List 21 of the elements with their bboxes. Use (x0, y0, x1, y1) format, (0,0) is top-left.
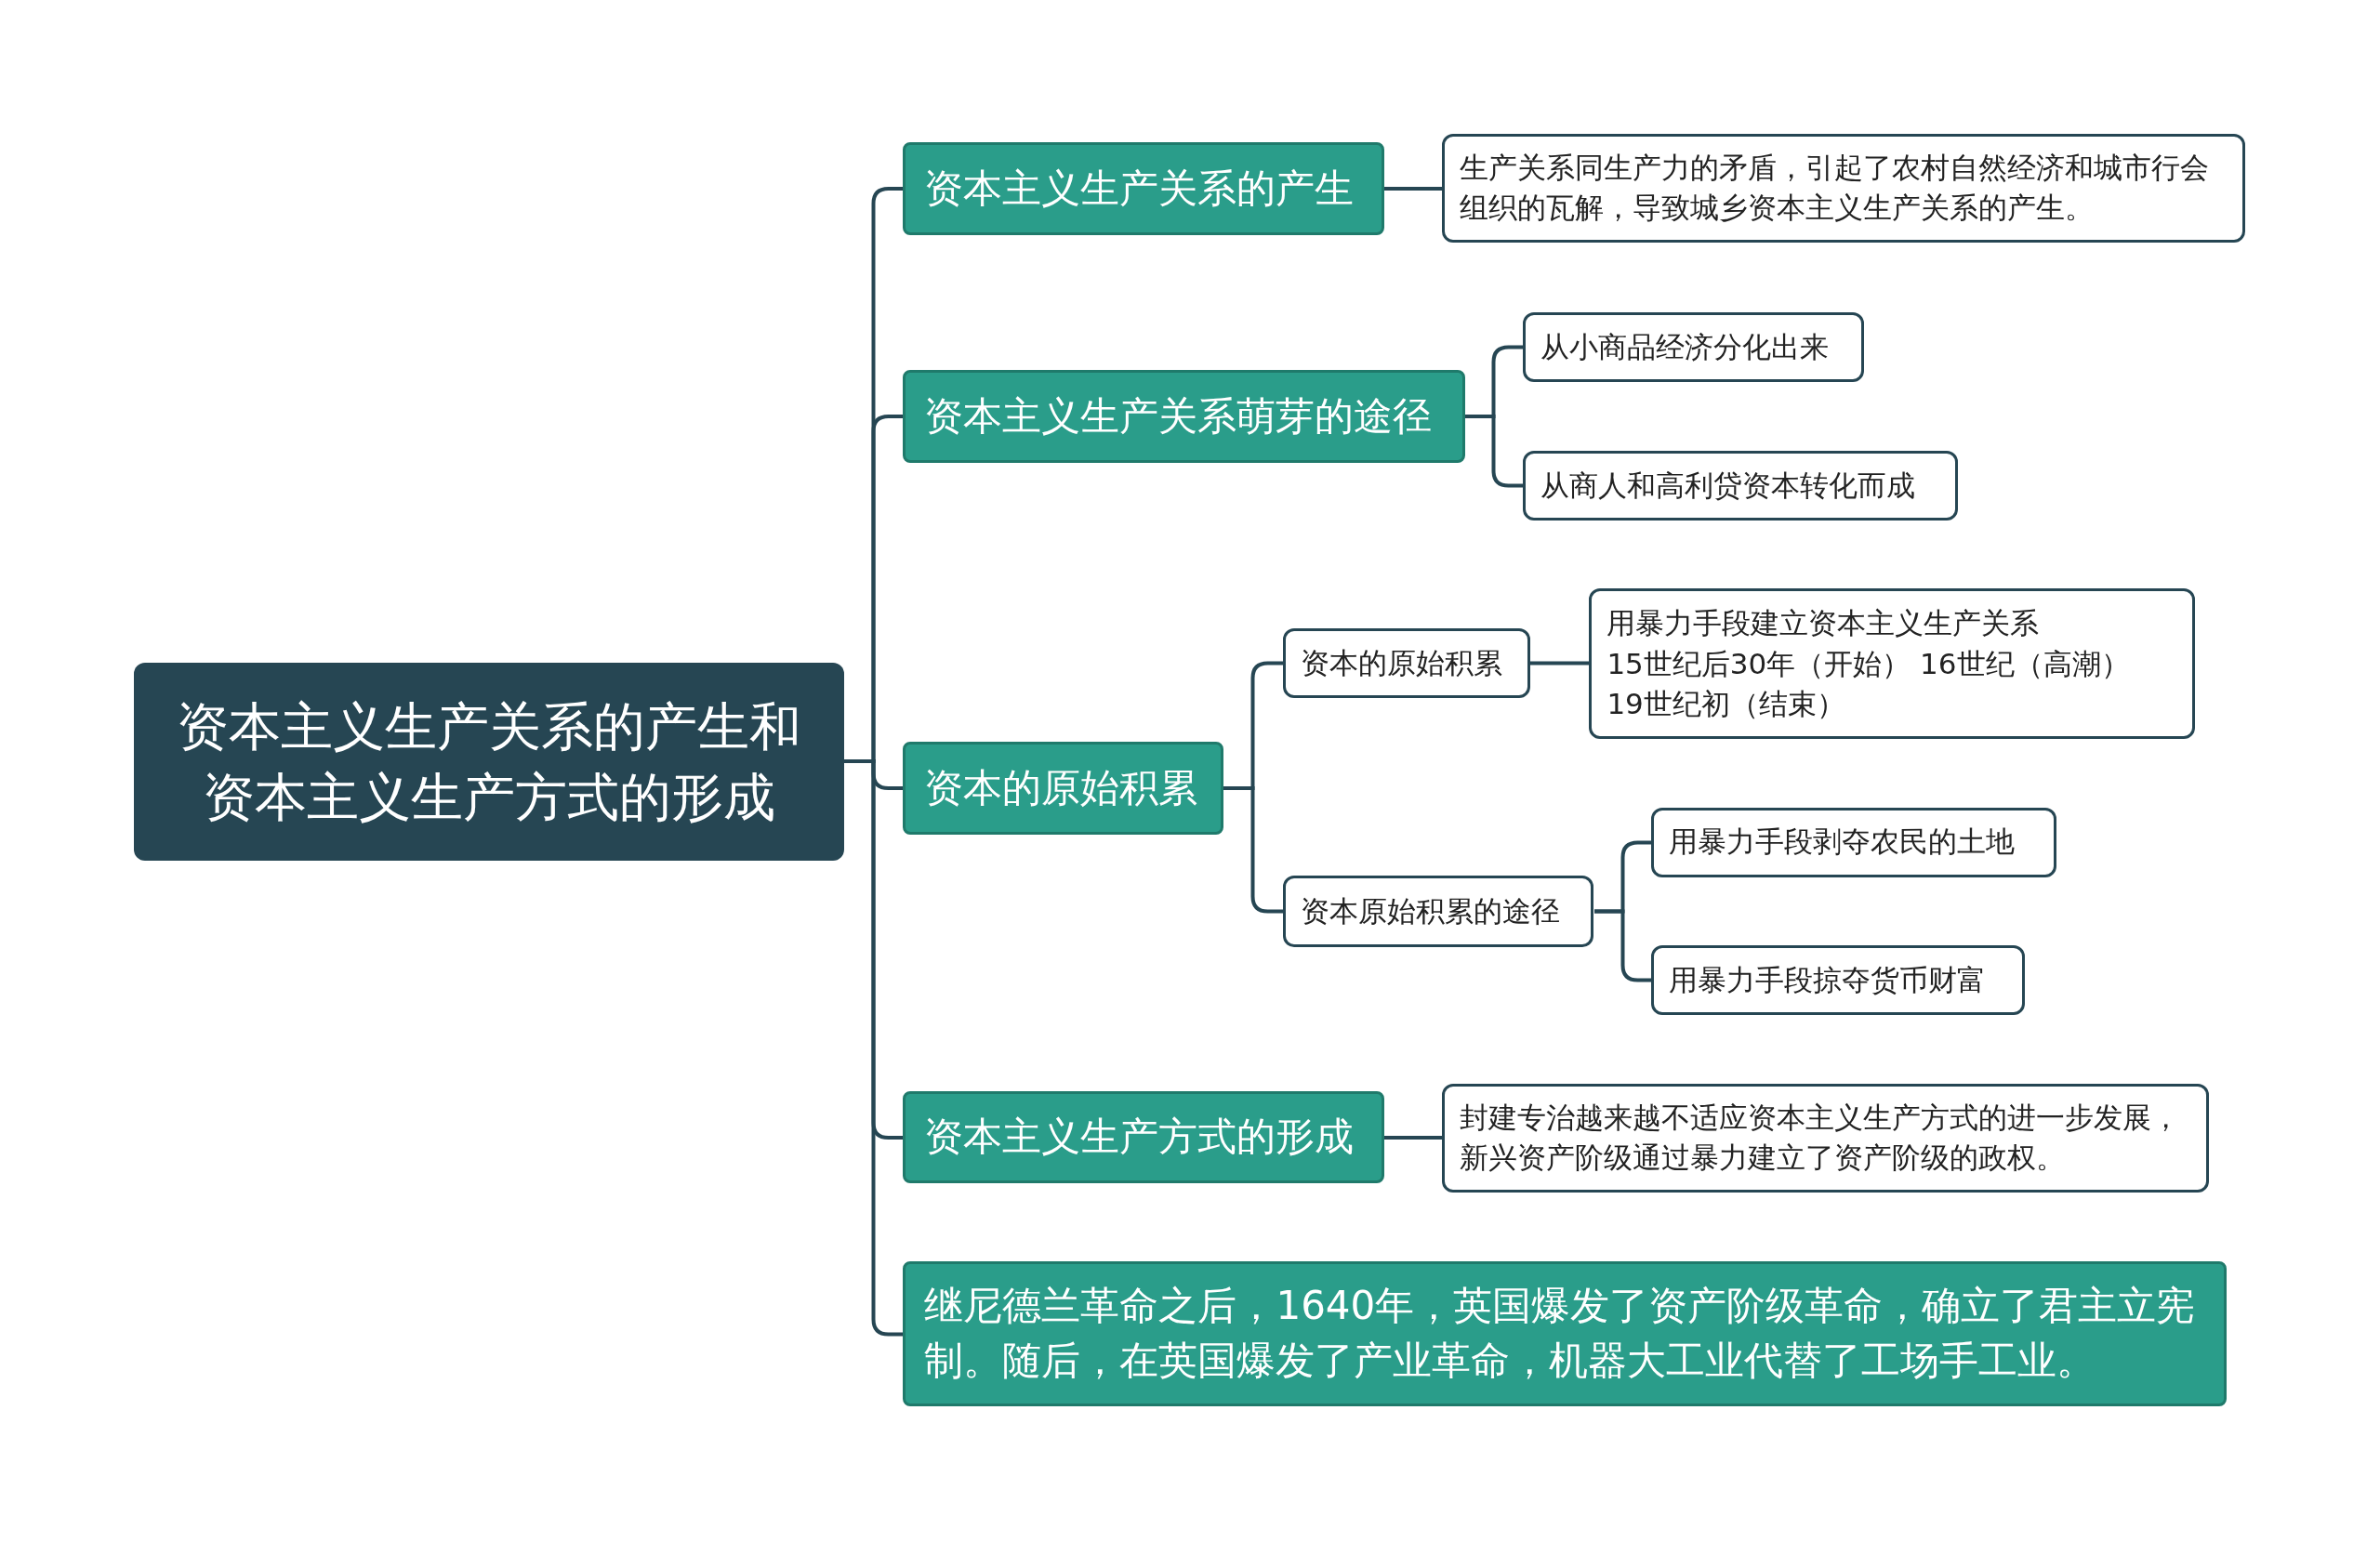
subtopic-box: 从商人和高利贷资本转化而成 (1522, 450, 1959, 521)
connector-line (1384, 187, 1442, 191)
topic-box: 资本的原始积累 (903, 742, 1223, 835)
subtopic-box: 用暴力手段掠夺货币财富 (1651, 945, 2025, 1016)
note-box: 生产关系同生产力的矛盾，引起了农村自然经济和城市行会组织的瓦解，导致城乡资本主义生产关系的产生。 (1442, 133, 2245, 244)
subtopic-box: 资本原始积累的途径 (1282, 876, 1594, 947)
note-box (1589, 588, 2195, 740)
note-line: 用暴力手段建立资本主义生产关系 (1606, 605, 2041, 642)
topic-box: 资本主义生产关系萌芽的途径 (903, 370, 1465, 463)
subtopic-box: 资本的原始积累 (1282, 627, 1530, 698)
subtopic-box: 从小商品经济分化出来 (1522, 312, 1864, 383)
note-box: 封建专治越来越不适应资本主义生产方式的进一步发展，新兴资产阶级通过暴力建立了资产阶级的政权。 (1442, 1083, 2209, 1193)
note-line: 19世纪初（结束） (1606, 685, 1846, 722)
note-line: 15世纪后30年（开始） 16世纪（高潮） (1606, 645, 2131, 682)
topic-box: 资本主义生产关系的产生 (903, 142, 1384, 236)
topic-box: 资本主义生产方式的形成 (903, 1090, 1384, 1184)
root-box: 资本主义生产关系的产生和资本主义生产方式的形成 (133, 663, 844, 861)
connector-line (1530, 661, 1589, 666)
connector-line (1384, 1136, 1442, 1140)
topic-box: 继尼德兰革命之后，1640年，英国爆发了资产阶级革命，确立了君主立宪制。随后，在英国爆发了产业革命，机器大工业代替了工场手工业。 (903, 1260, 2228, 1407)
subtopic-box: 用暴力手段剥夺农民的土地 (1651, 807, 2057, 877)
